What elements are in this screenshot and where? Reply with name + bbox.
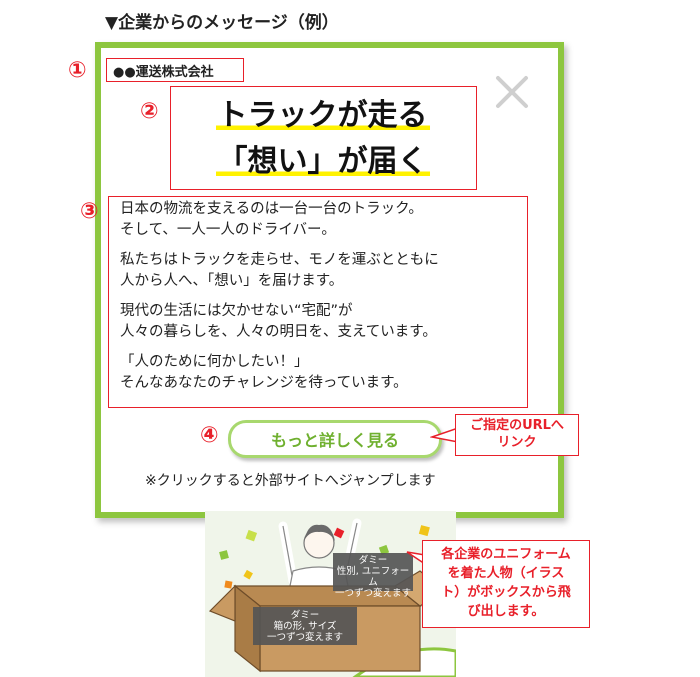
- dummy-line: 一つずつ変えます: [334, 588, 411, 599]
- body-paragraph-4: 「人のために何かしたい！」そんなあなたのチャレンジを待っています。: [120, 352, 530, 394]
- body-frame: [108, 196, 528, 408]
- body-paragraph-1: 日本の物流を支えるのは一台一台のトラック。そして、一人一人のドライバー。: [120, 199, 530, 241]
- marker-1: ①: [68, 58, 87, 83]
- dummy-line: 性別, ユニフォーム: [336, 566, 410, 588]
- dummy-line: ダミー: [358, 555, 388, 566]
- title-line-2: 「想い」が届く: [170, 136, 475, 180]
- dummy-line: 一つずつ変えます: [266, 632, 343, 643]
- body-paragraph-2: 私たちはトラックを走らせ、モノを運ぶとともに人から人へ、「想い」を届けます。: [120, 250, 530, 292]
- person-illustration-callout: 各企業のユニフォーム を着た人物（イラス ト）がボックスから飛 び出します。: [422, 540, 590, 628]
- callout-line: を着た人物（イラス: [447, 566, 565, 581]
- company-name: ●●運送株式会社: [113, 65, 214, 80]
- body-line: 私たちはトラックを走らせ、モノを運ぶとともに: [120, 252, 439, 268]
- title-line-2-text: 「想い」が届く: [215, 144, 430, 179]
- dummy-line: 箱の形, サイズ: [273, 621, 337, 632]
- marker-4: ④: [200, 423, 219, 448]
- message-body: 日本の物流を支えるのは一台一台のトラック。そして、一人一人のドライバー。 私たち…: [120, 199, 530, 403]
- callout-line: リンク: [497, 435, 537, 450]
- marker-2: ②: [140, 99, 159, 124]
- body-paragraph-3: 現代の生活には欠かせない“宅配”が人々の暮らしを、人々の明日を、支えています。: [120, 301, 530, 343]
- pop-up-illustration: [205, 511, 456, 677]
- title-frame: [170, 86, 477, 190]
- close-icon[interactable]: [494, 74, 530, 110]
- person-dummy-label: ダミー 性別, ユニフォーム 一つずつ変えます: [333, 555, 413, 599]
- marker-3: ③: [80, 199, 99, 224]
- body-line: 人から人へ、「想い」を届けます。: [120, 273, 344, 289]
- title-line-1: トラックが走る: [170, 90, 475, 134]
- body-line: 日本の物流を支えるのは一台一台のトラック。: [120, 201, 423, 217]
- body-line: 「人のために何かしたい！」: [120, 354, 309, 370]
- company-name-frame: [106, 58, 244, 82]
- body-line: そんなあなたのチャレンジを待っています。: [120, 375, 408, 391]
- dummy-line: ダミー: [290, 610, 320, 621]
- title-line-1-text: トラックが走る: [215, 98, 430, 133]
- section-heading: ▼企業からのメッセージ（例）: [105, 13, 339, 33]
- callout-line: 各企業のユニフォーム: [441, 547, 571, 562]
- callout-line: び出します。: [467, 604, 545, 619]
- body-line: そして、一人一人のドライバー。: [120, 222, 336, 238]
- callout-line: ご指定のURLへ: [470, 418, 564, 433]
- more-details-button[interactable]: もっと詳しく見る: [228, 420, 442, 458]
- body-line: 現代の生活には欠かせない“宅配”が: [120, 303, 353, 319]
- box-dummy-label: ダミー 箱の形, サイズ 一つずつ変えます: [253, 610, 357, 643]
- callout-line: ト）がボックスから飛: [441, 585, 571, 600]
- url-link-callout: ご指定のURLへ リンク: [455, 414, 579, 456]
- body-line: 人々の暮らしを、人々の明日を、支えています。: [120, 324, 437, 340]
- external-link-note: ※クリックすると外部サイトへジャンプします: [145, 473, 436, 489]
